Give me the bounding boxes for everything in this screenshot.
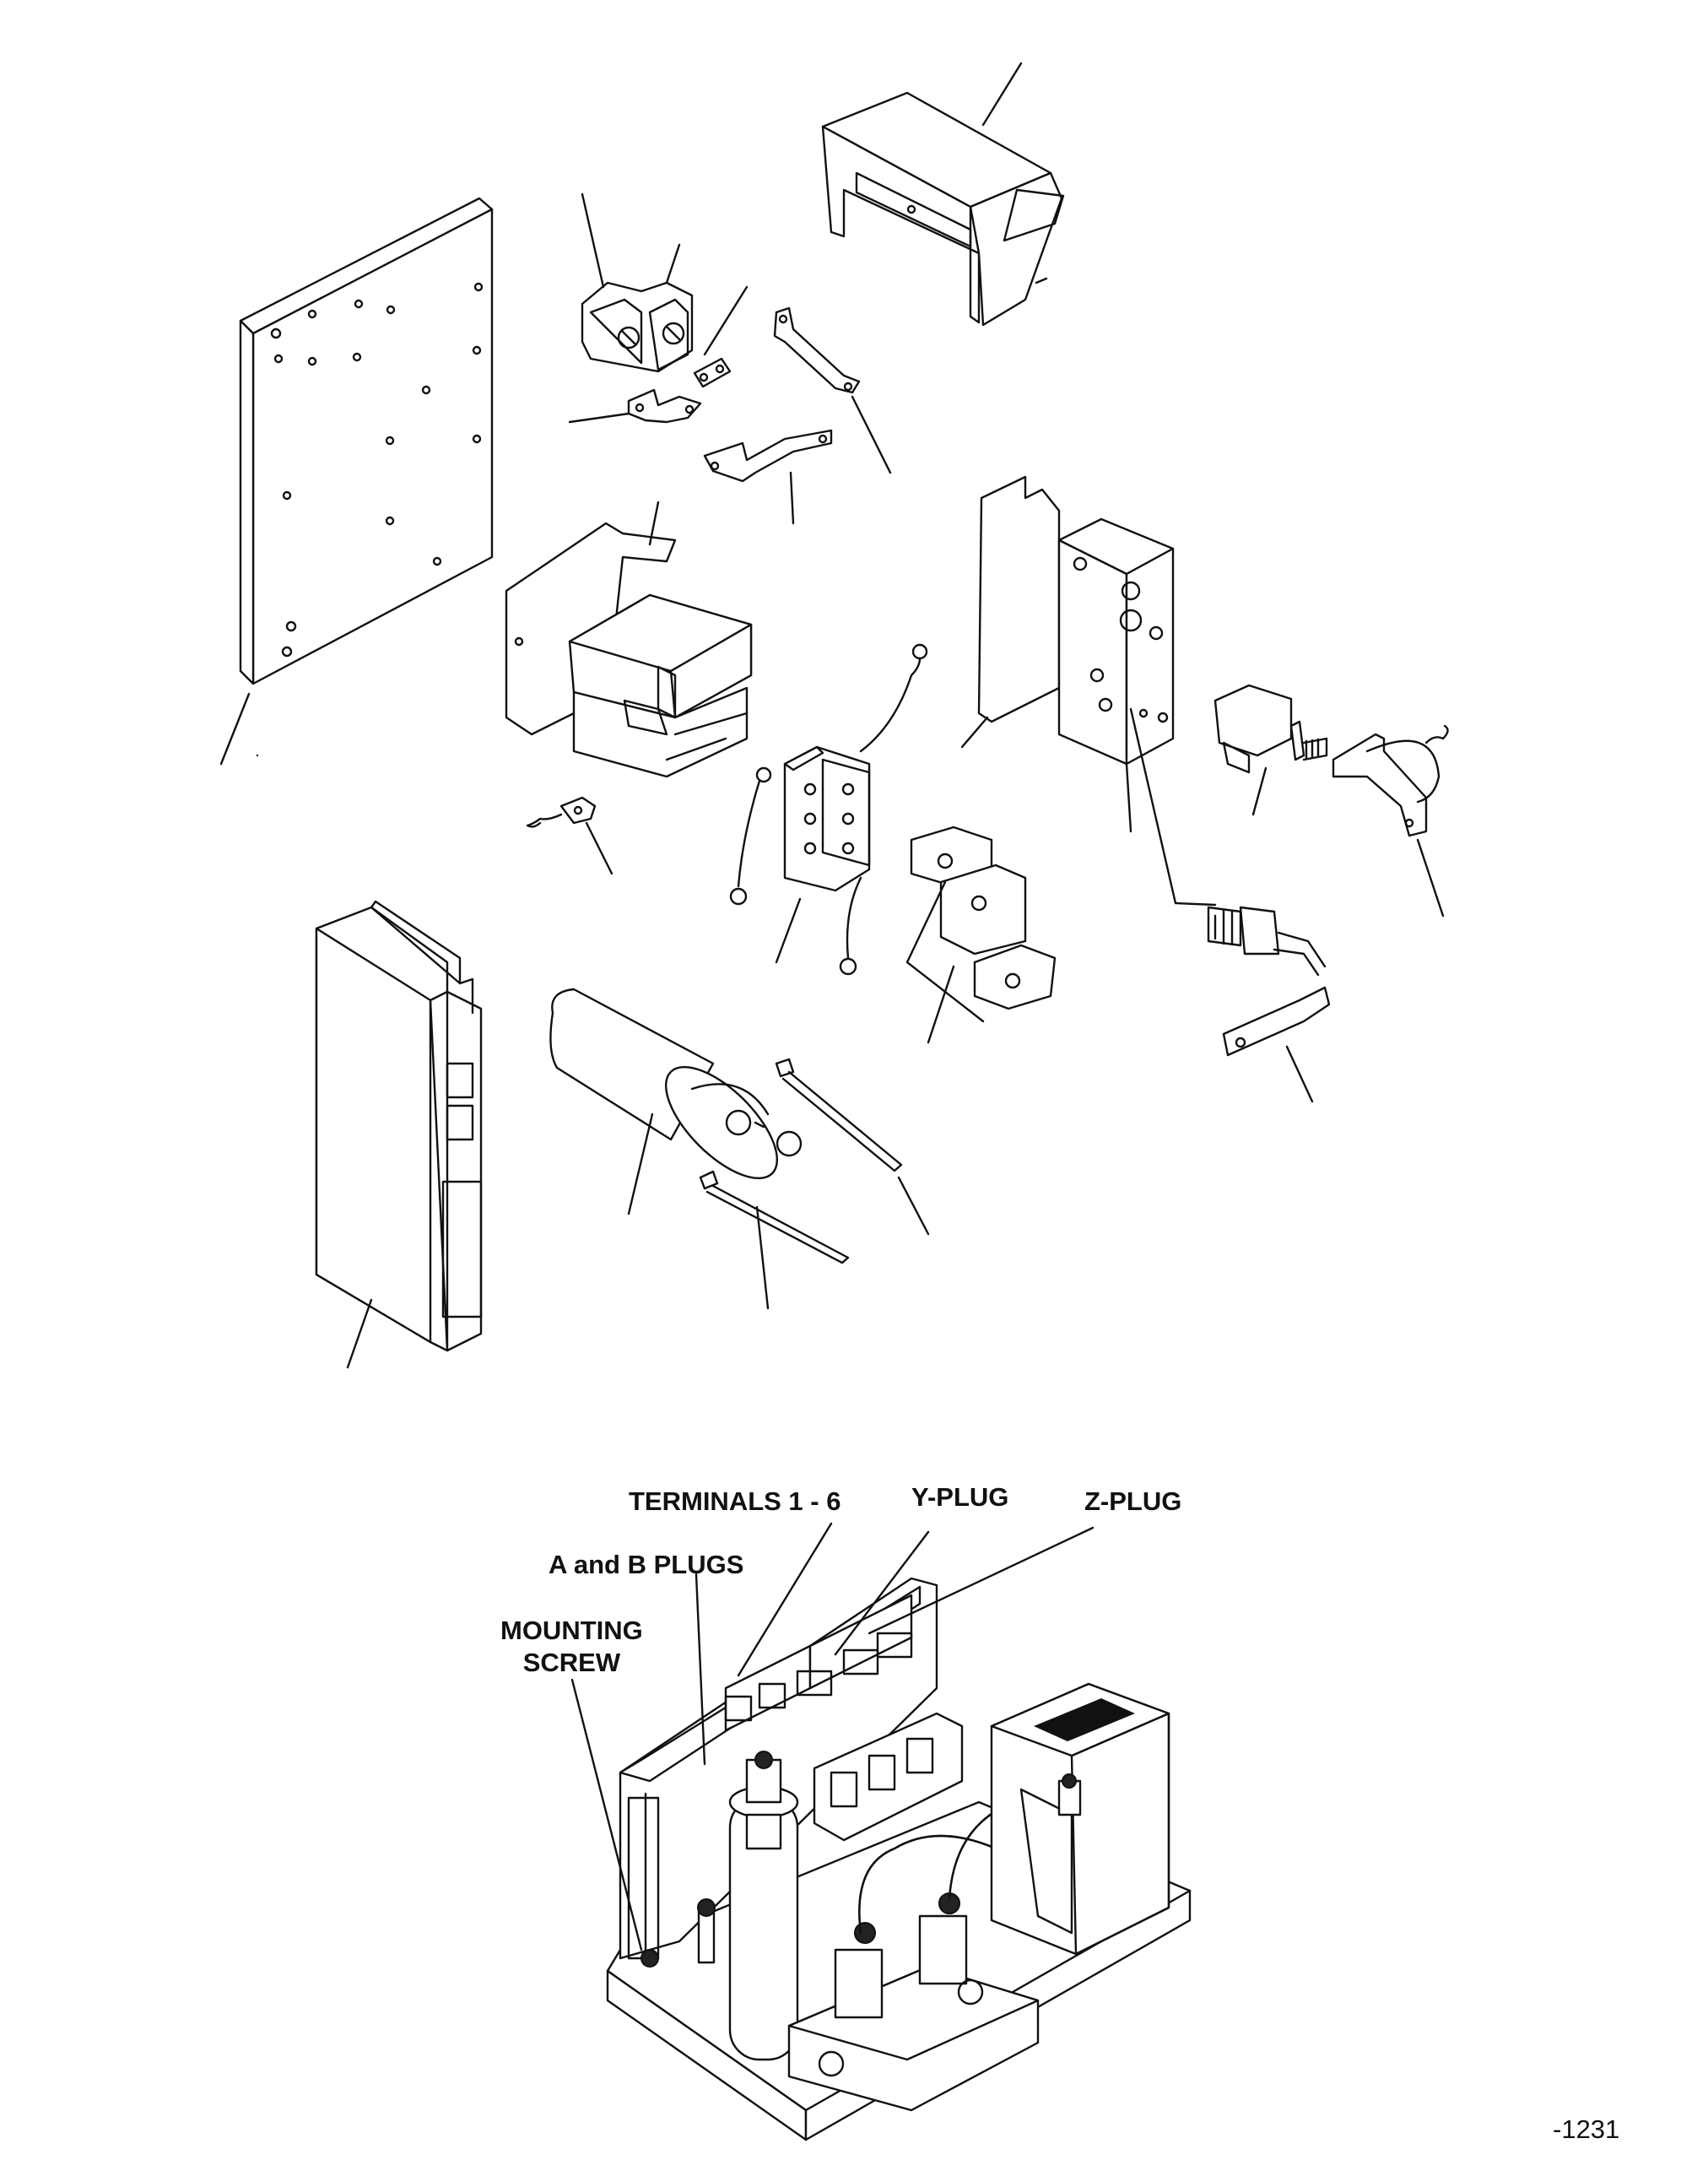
control-card xyxy=(315,900,483,1369)
terminal-lug xyxy=(526,796,613,875)
mounting-bracket xyxy=(1332,724,1449,918)
rectifier-blocks xyxy=(905,826,1057,1044)
figure-number: -1231 xyxy=(1553,2114,1620,2144)
bus-bar-straps xyxy=(568,285,892,525)
callout-terminals: TERMINALS 1 - 6 xyxy=(629,1486,841,1516)
callout-ab-plugs: A and B PLUGS xyxy=(549,1550,744,1579)
terminal-board xyxy=(729,643,928,976)
coil-assembly xyxy=(256,501,753,778)
callout-mounting-screw: MOUNTING SCREW xyxy=(500,1616,643,1677)
fuse-holder-pair xyxy=(581,192,694,373)
assembled-controller xyxy=(570,1522,1192,2141)
mounting-panel xyxy=(219,197,494,766)
callout-y-plug: Y-PLUG xyxy=(911,1482,1009,1512)
stud-diode xyxy=(1129,707,1331,1103)
heat-sink-block xyxy=(960,475,1175,833)
diode-block xyxy=(1213,684,1328,816)
callout-z-plug: Z-PLUG xyxy=(1084,1486,1182,1516)
top-cover xyxy=(821,62,1065,327)
capacitor xyxy=(549,988,930,1310)
